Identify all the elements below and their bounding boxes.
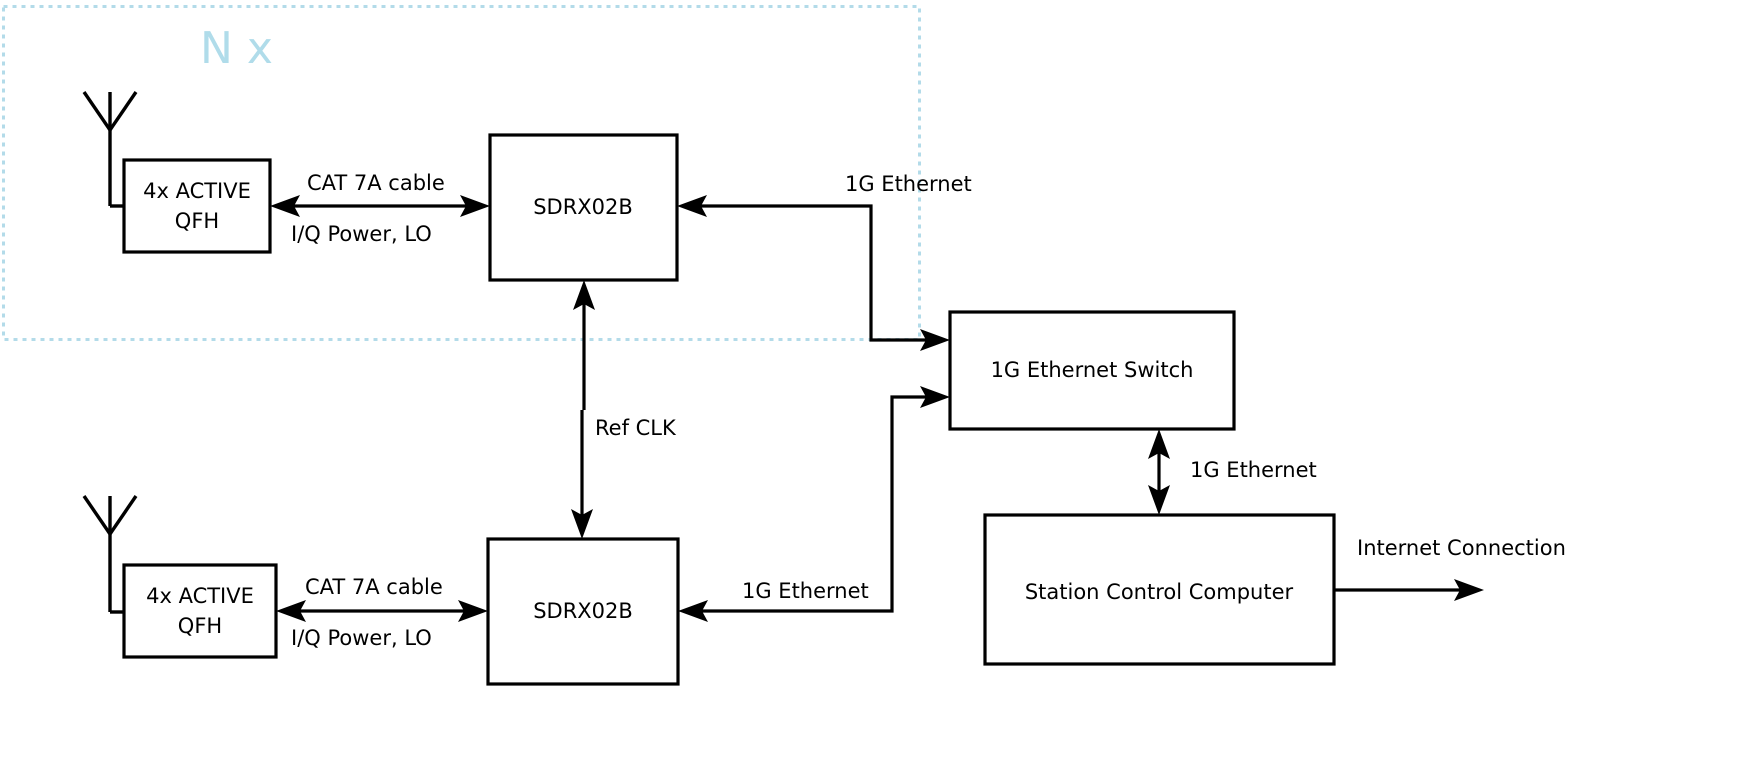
block-sdr-bottom-label: SDRX02B <box>533 599 633 623</box>
label-cat7a-bottom: CAT 7A cable <box>305 575 443 599</box>
connection-internet <box>1334 579 1484 601</box>
block-sdr-top[interactable]: SDRX02B <box>488 133 679 282</box>
block-qfh-bottom-label-1: 4x ACTIVE <box>146 584 254 608</box>
connection-cat7a-top <box>270 195 490 217</box>
arrowhead-eth-bottom-sdr <box>678 600 708 622</box>
label-internet-connection: Internet Connection <box>1357 536 1566 560</box>
block-qfh-bottom-label-2: QFH <box>178 614 222 638</box>
arrowhead-eth-comp-down <box>1148 485 1170 515</box>
label-ethernet-top: 1G Ethernet <box>845 172 972 196</box>
label-cat7a-top: CAT 7A cable <box>307 171 445 195</box>
antenna-icon-bottom <box>82 495 138 614</box>
arrowhead-eth-comp-up <box>1148 429 1170 459</box>
arrowhead-eth-bottom-switch <box>920 386 950 408</box>
label-iq-top: I/Q Power, LO <box>291 222 432 246</box>
label-iq-bottom: I/Q Power, LO <box>291 626 432 650</box>
block-sdr-top-label: SDRX02B <box>533 195 633 219</box>
arrowhead-eth-top-sdr <box>677 195 707 217</box>
arrowhead-left-top <box>270 195 300 217</box>
block-sdr-bottom[interactable]: SDRX02B <box>486 537 680 686</box>
connection-ethernet-top <box>677 195 950 351</box>
block-qfh-top-label-2: QFH <box>175 209 219 233</box>
arrowhead-eth-top-switch <box>920 329 950 351</box>
label-ethernet-bottom: 1G Ethernet <box>742 579 869 603</box>
block-computer-label: Station Control Computer <box>1025 580 1294 604</box>
block-qfh-top[interactable]: 4x ACTIVE QFH <box>122 158 272 254</box>
arrowhead-internet <box>1454 579 1484 601</box>
connection-ethernet-computer <box>1148 429 1170 515</box>
block-qfh-top-label-1: 4x ACTIVE <box>143 179 251 203</box>
arrowhead-down-refclk <box>571 509 593 539</box>
block-qfh-bottom[interactable]: 4x ACTIVE QFH <box>122 563 278 659</box>
connection-cat7a-bottom <box>276 600 488 622</box>
block-ethernet-switch[interactable]: 1G Ethernet Switch <box>948 310 1236 431</box>
arrowhead-right-top <box>460 195 490 217</box>
arrowhead-up-refclk <box>573 280 595 310</box>
group-label-nx: N x <box>200 23 273 74</box>
block-station-control-computer[interactable]: Station Control Computer <box>983 513 1336 666</box>
label-ethernet-computer: 1G Ethernet <box>1190 458 1317 482</box>
connection-refclk <box>571 280 595 539</box>
connection-ethernet-bottom <box>678 386 950 622</box>
arrowhead-right-bottom <box>458 600 488 622</box>
label-refclk: Ref CLK <box>595 416 677 440</box>
arrowhead-left-bottom <box>276 600 306 622</box>
block-switch-label: 1G Ethernet Switch <box>991 358 1194 382</box>
group-container-nx <box>2 5 921 341</box>
